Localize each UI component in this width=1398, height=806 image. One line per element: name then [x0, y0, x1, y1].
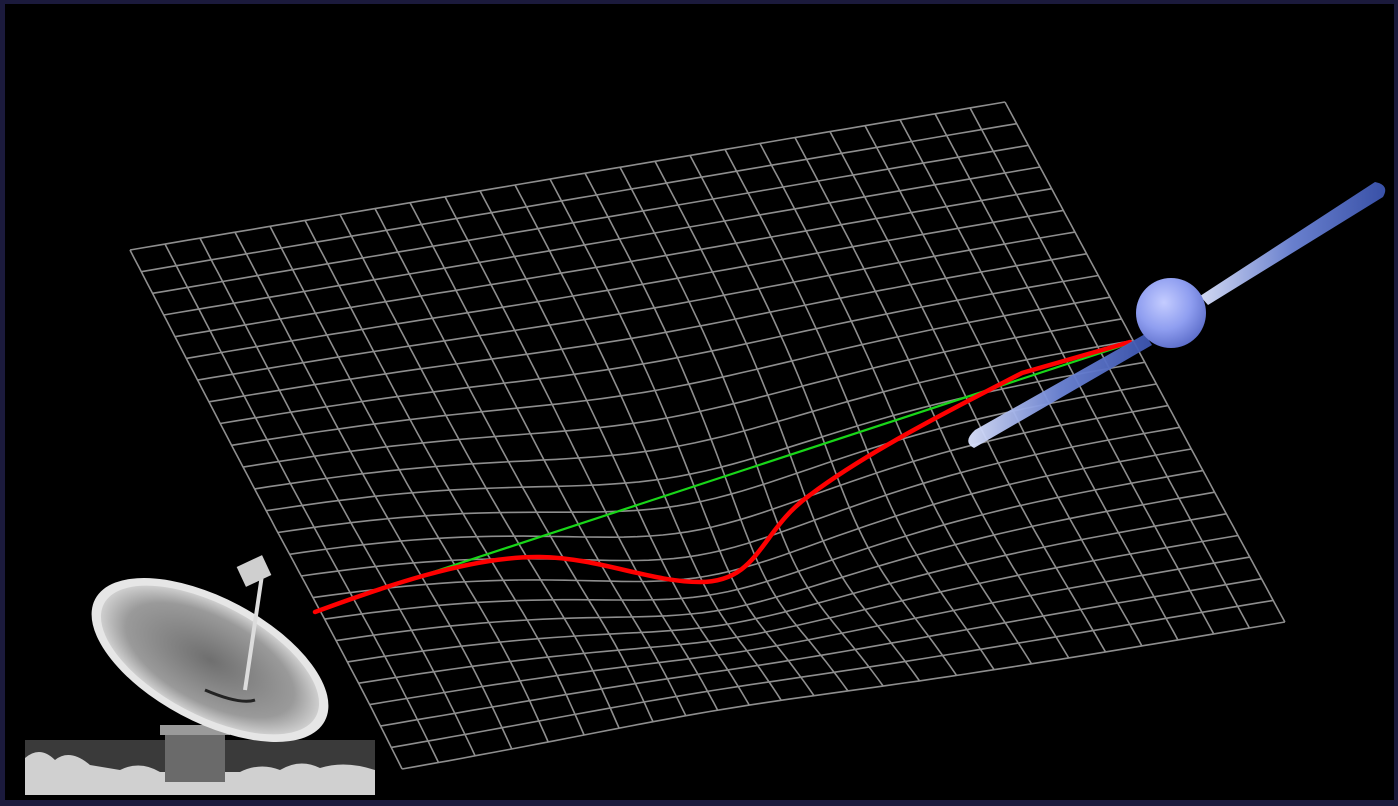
grid-line-row: [174, 187, 1052, 338]
grid-line-row: [301, 426, 1180, 577]
grid-line-column: [164, 243, 440, 763]
grid-line-column: [234, 231, 513, 750]
grid-line-row: [347, 513, 1227, 663]
grid-line-column: [199, 237, 476, 757]
grid-line-column: [129, 249, 403, 770]
grid-line-column: [899, 119, 1179, 641]
grid-line-row: [266, 361, 1145, 512]
telescope-feed-leg: [243, 574, 264, 691]
grid-line-row: [324, 469, 1204, 620]
straight-signal-path: [429, 342, 1129, 575]
grid-line-column: [619, 166, 884, 687]
grid-line-row: [335, 491, 1215, 642]
grid-line-column: [794, 137, 1070, 659]
telescope-dish-shadow: [204, 688, 256, 703]
grid-line-row: [163, 166, 1041, 316]
grid-line-row: [254, 339, 1134, 490]
pulsar-star: [1136, 278, 1206, 348]
grid-line-row: [152, 144, 1029, 295]
grid-line-row: [358, 534, 1239, 684]
grid-line-column: [1004, 101, 1286, 623]
telescope-feed-cabin: [236, 555, 272, 587]
grid-line-column: [654, 160, 921, 682]
grid-line-column: [759, 143, 1033, 665]
grid-line-column: [549, 178, 815, 697]
grid-line-column: [339, 214, 620, 729]
grid-line-row: [391, 599, 1274, 749]
grid-line-row: [141, 122, 1017, 273]
grid-line-column: [409, 202, 687, 717]
grid-line-row: [369, 556, 1250, 706]
grid-line-row: [380, 577, 1262, 727]
telescope-tower-base: [160, 725, 230, 735]
grid-line-column: [269, 225, 549, 743]
grid-line-row: [231, 296, 1111, 447]
telescope-dish: [100, 585, 320, 735]
radio-telescope: [25, 555, 375, 795]
grid-line-column: [304, 220, 585, 736]
pulsar: [968, 182, 1386, 448]
pulsar-beam-upper: [1200, 182, 1386, 305]
spacetime-grid: [129, 101, 1286, 770]
grid-line-column: [584, 172, 849, 692]
grid-line-column: [514, 184, 782, 701]
grid-line-column: [689, 155, 958, 676]
grid-line-row: [197, 231, 1076, 381]
grid-line-row: [220, 274, 1099, 425]
pulsar-beam-lower: [968, 334, 1152, 448]
grid-line-column: [444, 196, 719, 711]
grid-line-row: [186, 209, 1064, 360]
grid-line-column: [479, 190, 750, 706]
grid-line-row: [129, 101, 1006, 251]
grid-line-row: [289, 404, 1169, 556]
grid-line-column: [374, 208, 654, 723]
grid-line-row: [208, 253, 1087, 403]
grid-line-row: [242, 318, 1122, 468]
curved-signal-path: [312, 339, 1133, 615]
grid-line-column: [724, 149, 995, 671]
grid-line-column: [864, 125, 1143, 647]
grid-line-row: [401, 621, 1286, 770]
telescope-tower: [165, 730, 225, 782]
